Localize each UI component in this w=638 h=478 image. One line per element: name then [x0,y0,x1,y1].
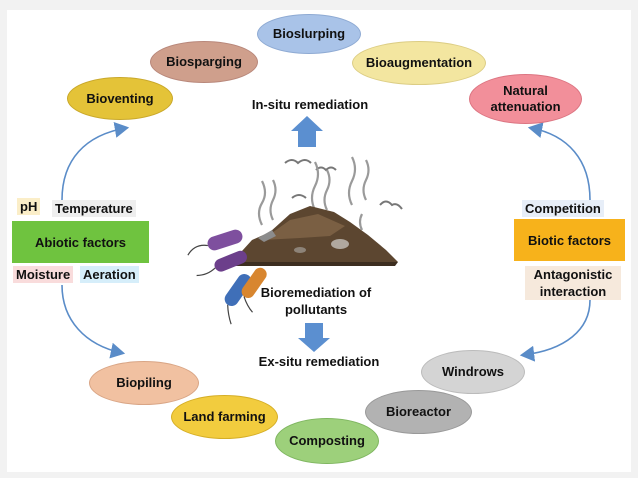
node-land-farming: Land farming [171,395,278,439]
abiotic-tag-aeration: Aeration [80,266,139,283]
fume-lines [257,156,370,231]
bacteria [187,229,267,325]
abiotic-tag-temperature: Temperature [52,200,136,217]
biotic-factors-box: Biotic factors [514,219,625,261]
arrow-abiotic-to-exsitu [61,284,126,359]
abiotic-tag-ph: pH [17,198,41,215]
arrow-biotic-to-insitu [527,122,591,201]
up-arrow [291,116,323,147]
bird-4 [379,200,403,210]
node-windrows: Windrows [421,350,525,394]
arrow-abiotic-to-insitu [61,122,130,201]
node-bioaugmentation: Bioaugmentation [352,41,486,85]
bird-2 [315,166,337,172]
node-biopiling: Biopiling [89,361,199,405]
biotic-tag-competition: Competition [522,200,604,217]
node-bioreactor: Bioreactor [365,390,472,434]
bird-3 [291,194,307,199]
abiotic-factors-box: Abiotic factors [12,221,149,263]
node-bioslurping: Bioslurping [257,14,361,54]
center-label: Bioremediation of pollutants [260,285,372,317]
ex-situ-label: Ex-situ remediation [258,354,380,369]
node-biosparging: Biosparging [150,41,258,83]
arrow-biotic-to-exsitu [519,299,591,362]
down-arrow [298,323,330,352]
node-composting: Composting [275,418,379,464]
soil-pile [232,206,398,266]
node-bioventing: Bioventing [67,77,173,120]
node-natural-attenuation: Natural attenuation [469,74,582,124]
in-situ-label: In-situ remediation [251,97,369,112]
biotic-tag-antagonistic-interaction: Antagonistic interaction [525,266,621,300]
abiotic-tag-moisture: Moisture [13,266,74,283]
bird-1 [284,159,312,165]
